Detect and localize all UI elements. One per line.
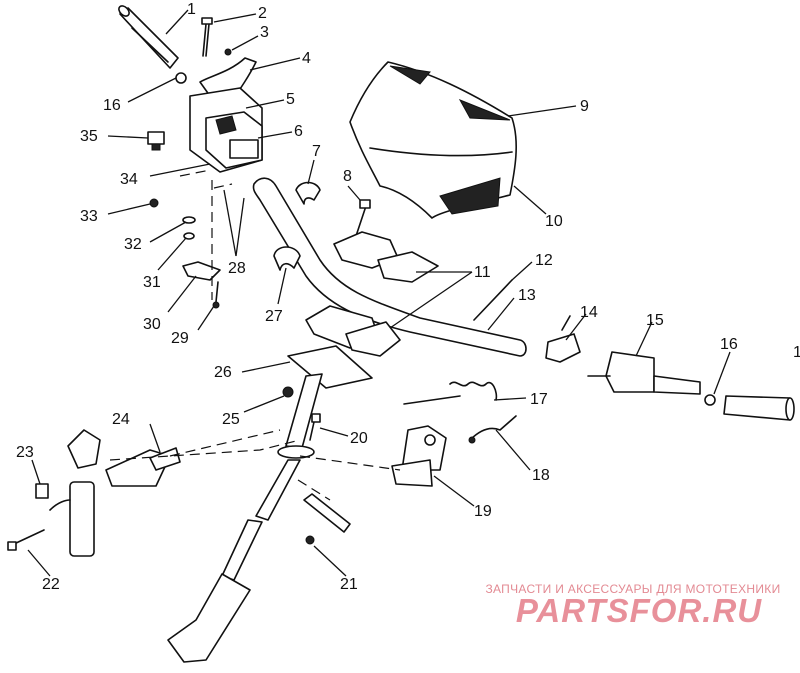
- callout-29: 29: [171, 330, 189, 347]
- clamp-7: [295, 181, 321, 205]
- guide-lines: [109, 169, 401, 501]
- callout-30: 30: [143, 316, 161, 333]
- bracket-19: [391, 425, 447, 487]
- screw-29: [212, 281, 220, 309]
- callout-13: 13: [518, 287, 536, 304]
- wire-18: [468, 415, 517, 444]
- grip-right: [723, 395, 795, 421]
- callout-17: 17: [530, 391, 548, 408]
- callout-9: 9: [580, 98, 589, 115]
- coil-17: [403, 381, 498, 405]
- callout-31: 31: [143, 274, 161, 291]
- grip-left: [118, 5, 179, 69]
- control-15: [587, 351, 701, 395]
- bolt-8: [355, 199, 371, 237]
- callout-12: 12: [535, 252, 553, 269]
- callout-35: 35: [80, 128, 98, 145]
- leader-lines: [27, 9, 731, 577]
- plate-30: [182, 261, 221, 281]
- throttle-housing-5-6: [189, 87, 263, 173]
- callout-14: 14: [580, 304, 598, 321]
- callout-26: 26: [214, 364, 232, 381]
- callout-24: 24: [112, 411, 130, 428]
- watermark-tagline: ЗАПЧАСТИ И АКСЕССУАРЫ ДЛЯ МОТОТЕХНИКИ: [485, 582, 781, 596]
- steering-post: [167, 373, 323, 663]
- clamp-27: [273, 246, 301, 271]
- callout-3: 3: [260, 24, 269, 41]
- lever-14: [545, 315, 581, 363]
- callout-16-left: 16: [103, 97, 121, 114]
- callout-22: 22: [42, 576, 60, 593]
- callout-6: 6: [294, 123, 303, 140]
- callout-19: 19: [474, 503, 492, 520]
- callout-25: 25: [222, 411, 240, 428]
- callout-10: 10: [545, 213, 563, 230]
- callout-16-right: 16: [720, 336, 738, 353]
- switch-35: [147, 131, 165, 151]
- end-cap-16-right: [704, 394, 716, 406]
- bolt-20: [309, 413, 321, 441]
- clamp-upper-11: [333, 231, 439, 283]
- callout-8: 8: [343, 168, 352, 185]
- callout-4: 4: [302, 50, 311, 67]
- hood-9-10: [349, 61, 517, 219]
- clip-23: [35, 483, 49, 499]
- clamp-lower-11: [305, 305, 401, 357]
- callout-20: 20: [350, 430, 368, 447]
- callout-15: 15: [646, 312, 664, 329]
- callout-27: 27: [265, 308, 283, 325]
- callout-1-right: 1: [793, 344, 800, 361]
- pin-21: [303, 493, 351, 545]
- nut-25: [282, 386, 294, 398]
- bolt-2: [201, 17, 213, 57]
- cable-12: [473, 279, 513, 321]
- callout-33: 33: [80, 208, 98, 225]
- callout-28: 28: [228, 260, 246, 277]
- callout-21: 21: [340, 576, 358, 593]
- cylinder-assembly: [49, 429, 101, 557]
- end-cap-16-left: [175, 72, 187, 84]
- bracket-24: [105, 447, 181, 487]
- washer-32: [182, 216, 196, 224]
- watermark-logo[interactable]: PARTSFOR.RU: [515, 592, 763, 629]
- handlebar-13: [252, 177, 527, 357]
- callout-1-left: 1: [187, 1, 196, 18]
- washer-31: [183, 232, 195, 240]
- callout-18: 18: [532, 467, 550, 484]
- nut-33: [149, 198, 159, 208]
- callout-labels: 1 2 3 4 5 6 7 8 9 10 11 12 13 14 15 16 1…: [16, 1, 800, 593]
- callout-2: 2: [258, 5, 267, 22]
- callout-5: 5: [286, 91, 295, 108]
- callout-11: 11: [474, 264, 491, 281]
- callout-7: 7: [312, 143, 321, 160]
- callout-32: 32: [124, 236, 142, 253]
- nut-3: [224, 48, 232, 56]
- bolt-22: [7, 529, 45, 551]
- callout-23: 23: [16, 444, 34, 461]
- callout-34: 34: [120, 171, 138, 188]
